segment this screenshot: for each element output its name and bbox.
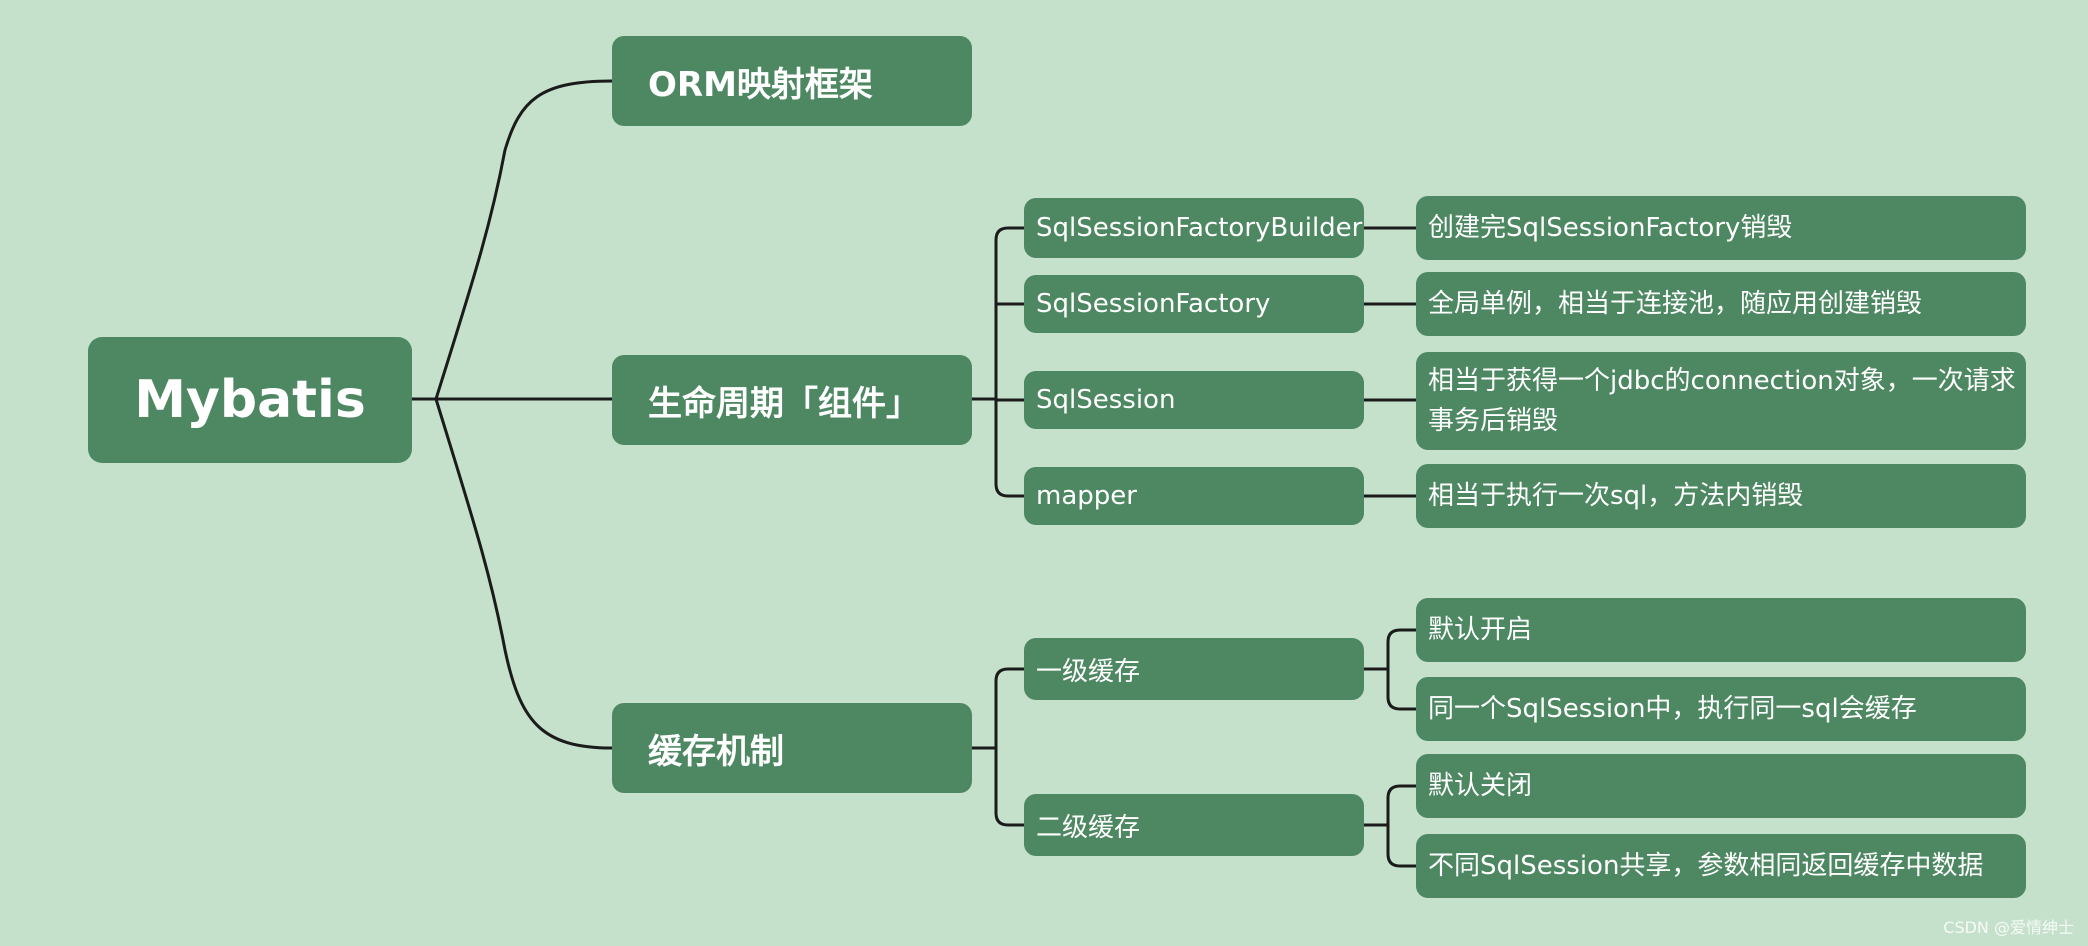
- branch-lifecycle-components: 生命周期「组件」: [612, 355, 972, 445]
- component-sqlsession: SqlSession: [1024, 371, 1364, 429]
- connector-level-one-bracket: [1386, 628, 1416, 711]
- cache-level-one: 一级缓存: [1024, 638, 1364, 700]
- component-sqlsessionfactory: SqlSessionFactory: [1024, 275, 1364, 333]
- detail-level-one-same-session: 同一个SqlSession中，执行同一sql会缓存: [1416, 677, 2026, 741]
- branch-cache-mechanism: 缓存机制: [612, 703, 972, 793]
- component-mapper: mapper: [1024, 467, 1364, 525]
- component-sqlsessionfactorybuilder: SqlSessionFactoryBuilder: [1024, 198, 1364, 258]
- connector-root-cache: [434, 398, 613, 750]
- connector-cache-bracket: [994, 667, 1024, 827]
- detail-sqlsession-connection: 相当于获得一个jdbc的connection对象，一次请求事务后销毁: [1416, 352, 2026, 450]
- detail-factory-singleton: 全局单例，相当于连接池，随应用创建销毁: [1416, 272, 2026, 336]
- branch-orm-mapping: ORM映射框架: [612, 36, 972, 126]
- cache-level-two: 二级缓存: [1024, 794, 1364, 856]
- detail-mapper-method: 相当于执行一次sql，方法内销毁: [1416, 464, 2026, 528]
- connector-level-two-bracket: [1386, 784, 1416, 868]
- watermark: CSDN @爱情绅士: [1943, 918, 2074, 937]
- root-node-mybatis: Mybatis: [88, 337, 412, 463]
- detail-level-two-shared: 不同SqlSession共享，参数相同返回缓存中数据: [1416, 834, 2026, 898]
- detail-builder-destroy: 创建完SqlSessionFactory销毁: [1416, 196, 2026, 260]
- detail-level-two-default-off: 默认关闭: [1416, 754, 2026, 818]
- detail-level-one-default-on: 默认开启: [1416, 598, 2026, 662]
- connector-root-orm: [434, 79, 613, 400]
- connector-lifecycle-bracket: [994, 226, 1024, 498]
